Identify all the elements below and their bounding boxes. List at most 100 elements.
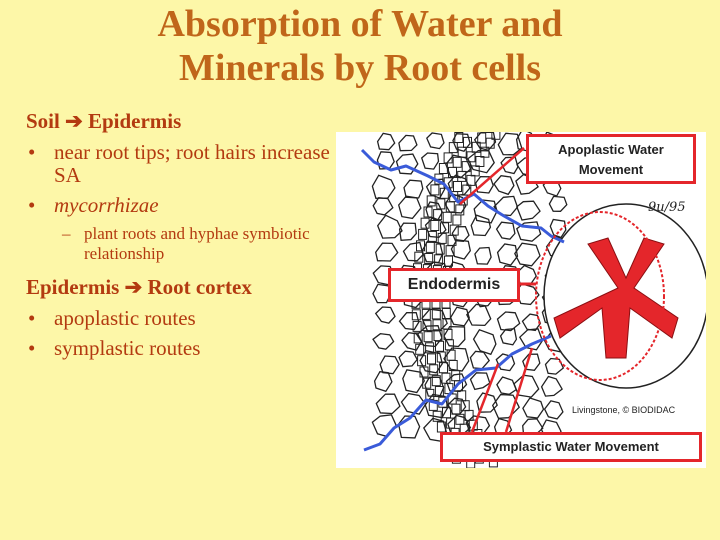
cortex-cell — [497, 132, 523, 156]
epidermis-cell — [411, 309, 421, 321]
subbullet-symbiosis: – plant roots and hyphae symbiotic relat… — [26, 224, 336, 264]
epidermis-cell — [429, 364, 439, 376]
epidermis-cell — [434, 386, 444, 397]
bullet-mycorrhizae: • mycorrhizae — [26, 194, 336, 217]
epidermis-cell — [464, 409, 474, 421]
title-line-1: Absorption of Water and — [157, 3, 563, 45]
callout-endodermis-label: Endodermis — [407, 276, 501, 293]
bullet-text: mycorrhizae — [54, 193, 159, 217]
epidermis-cell — [439, 187, 449, 199]
cortex-cell — [516, 221, 542, 242]
heading-to: Root cortex — [147, 275, 252, 299]
symplastic-pointer — [470, 347, 534, 433]
epidermis-cell — [423, 206, 433, 218]
cortex-cell — [375, 242, 399, 262]
cortex-cell — [469, 350, 491, 370]
callout-symplastic-label: Symplastic Water Movement — [483, 439, 659, 454]
epidermis-cell — [424, 253, 434, 264]
cortex-cell — [398, 222, 417, 241]
cortex-cell — [522, 353, 541, 371]
cortex-cell — [493, 175, 515, 196]
cortex-cell — [400, 392, 427, 415]
cortex-cell — [445, 373, 468, 393]
cortex-cell — [371, 174, 396, 199]
cortex-cell — [496, 243, 519, 266]
epidermis-cell — [433, 330, 443, 342]
bullet-symplastic: • symplastic routes — [26, 337, 336, 360]
bullet-icon: • — [28, 140, 36, 164]
epidermis-cell — [439, 362, 448, 374]
cortex-cell — [395, 153, 419, 175]
epidermis-cell — [417, 355, 427, 367]
bullet-icon: • — [28, 193, 36, 217]
cortex-cell — [495, 353, 516, 372]
callout-apoplastic-line-2: Movement — [578, 162, 644, 177]
cortex-cell — [374, 306, 396, 324]
epidermis-cell — [427, 230, 437, 242]
epidermis-cell — [430, 220, 440, 231]
heading-from: Epidermis — [26, 275, 120, 299]
cortex-cell — [496, 376, 518, 395]
root-cross-section-diagram: Apoplastic Water Movement Endodermis Sym… — [336, 128, 709, 469]
epidermis-cell — [412, 320, 422, 332]
epidermis-cell — [442, 211, 452, 223]
cortex-cell — [540, 375, 563, 397]
cortex-cell — [475, 175, 494, 194]
epidermis-cell — [453, 181, 462, 192]
dash-icon: – — [62, 224, 71, 243]
heading-from: Soil — [26, 109, 60, 133]
arrow-icon: ➔ — [65, 109, 83, 133]
arrow-icon: ➔ — [124, 275, 143, 299]
subbullet-text: plant roots and hyphae symbiotic relatio… — [84, 224, 310, 263]
callout-apoplastic: Apoplastic Water Movement — [526, 134, 696, 184]
epidermis-cell — [452, 214, 462, 226]
cortex-cell — [544, 357, 565, 375]
section-heading-soil-epidermis: Soil ➔ Epidermis — [26, 108, 336, 134]
epidermis-cell — [425, 388, 435, 400]
cortex-cell — [403, 179, 424, 199]
cortex-cell — [376, 214, 403, 239]
callout-apoplastic-line-1: Apoplastic Water — [558, 142, 664, 157]
cortex-cell — [372, 333, 395, 350]
callout-endodermis: Endodermis — [388, 268, 520, 302]
cortex-cell — [373, 371, 393, 393]
epidermis-cell — [419, 366, 429, 378]
cortex-cell — [499, 327, 518, 346]
epidermis-cell — [475, 156, 485, 167]
epidermis-cell — [431, 308, 441, 320]
epidermis-cell — [414, 251, 424, 263]
xylem-x — [553, 237, 679, 359]
cortex-cell — [514, 242, 541, 267]
cortex-cell — [379, 355, 400, 375]
bullet-root-hairs: • near root tips; root hairs increase SA — [26, 141, 336, 187]
cortex-cell — [426, 132, 445, 150]
cortex-cell — [521, 313, 542, 332]
endodermis-highlight — [535, 211, 665, 381]
cortex-cell — [450, 239, 471, 260]
epidermis-cell — [434, 254, 444, 266]
epidermis-cell — [422, 320, 432, 332]
cortex-cell — [398, 311, 420, 331]
epidermis-cell — [471, 141, 481, 153]
epidermis-cell — [432, 319, 442, 331]
cortex-cell — [496, 311, 521, 332]
cortex-cell — [376, 132, 396, 151]
epidermis-cell — [420, 217, 430, 229]
epidermis-cell — [457, 146, 467, 158]
epidermis-cell — [435, 243, 445, 255]
epidermis-cell — [416, 240, 425, 252]
cortex-cell — [420, 152, 440, 170]
epidermis-cell — [463, 136, 472, 148]
cortex-cell — [470, 214, 492, 237]
signature: 9u/95 — [648, 200, 686, 215]
cortex-cell — [495, 221, 516, 240]
image-credit: Livingstone, © BIODIDAC — [572, 405, 676, 415]
epidermis-cell — [421, 308, 431, 320]
epidermis-cell — [427, 353, 436, 365]
bullet-text: apoplastic routes — [54, 306, 196, 330]
cortex-cell — [419, 349, 444, 374]
epidermis-cell — [440, 222, 449, 234]
cortex-cell — [548, 195, 568, 212]
cortex-cell — [493, 195, 519, 217]
